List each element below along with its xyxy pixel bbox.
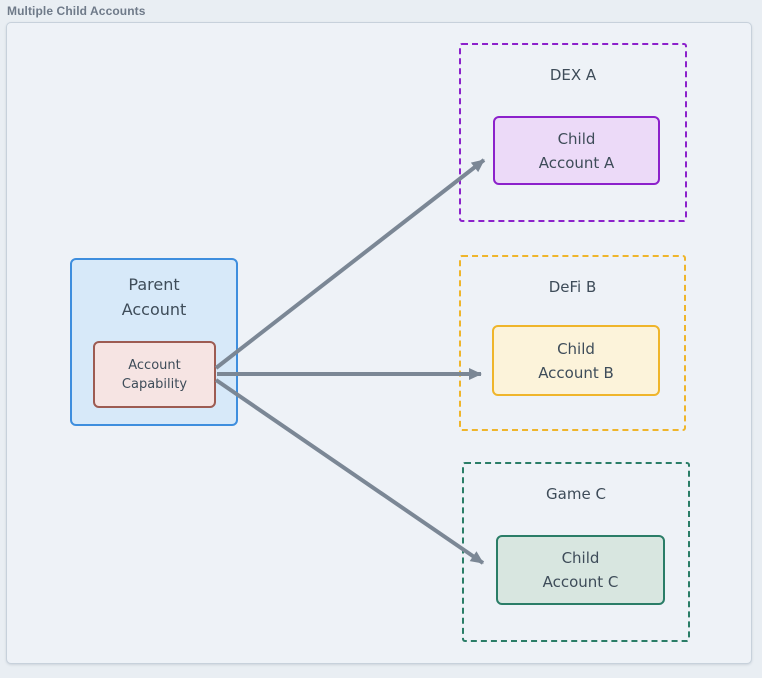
capability-label-line2: Capability [121,376,188,392]
zone-game-c-title: Game C [546,485,606,503]
parent-label-line1: Parent [128,275,180,294]
child-c-label-line2: Account C [542,573,619,591]
child-account-a-node: Child Account A [493,116,660,185]
child-c-label-line1: Child [561,549,600,567]
account-capability-node: Account Capability [93,341,216,408]
child-b-label-line2: Account B [538,363,614,382]
zone-defi-b-title: DeFi B [548,278,597,296]
zone-dex-a: DEX A Child Account A [459,43,687,222]
child-a-label-line1: Child [557,129,596,148]
parent-label-line2: Account [121,300,187,319]
child-account-c-node: Child Account C [496,535,665,605]
child-b-label-line1: Child [557,339,595,358]
zone-game-c: Game C Child Account C [462,462,690,642]
capability-label-line1: Account [128,357,181,373]
parent-account-label: Parent Account [72,260,236,322]
child-account-b-node: Child Account B [492,325,660,396]
diagram-title: Multiple Child Accounts [7,4,146,18]
child-a-label-line2: Account A [538,153,615,172]
parent-account-node: Parent Account Account Capability [70,258,238,426]
zone-dex-a-title: DEX A [549,66,597,84]
zone-defi-b: DeFi B Child Account B [459,255,686,431]
